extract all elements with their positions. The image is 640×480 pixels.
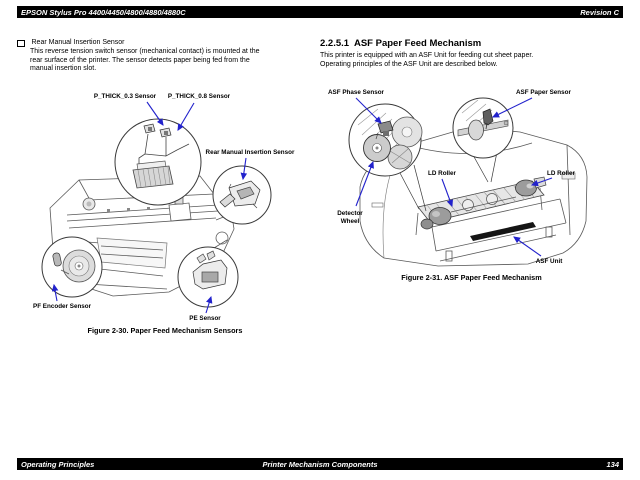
detector-wheel-callout-circle	[348, 103, 427, 212]
footer-page-number: 134	[606, 459, 619, 469]
arrow-p-thick-03	[146, 101, 164, 126]
figure-2-30-diagram: P_THICK_0.3 Sensor P_THICK_0.8 Sensor Re…	[33, 93, 295, 322]
pf-encoder-callout-circle	[41, 236, 103, 298]
ld-roller-right-label: LD Roller	[547, 170, 576, 177]
figure-2-31-annotations: ASF Phase Sensor ASF Paper Sensor LD Rol…	[328, 89, 576, 265]
section-body: This printer is equipped with an ASF Uni…	[320, 52, 534, 68]
arrow-pf-encoder	[51, 283, 59, 302]
figure-2-31-diagram: ASF Phase Sensor ASF Paper Sensor LD Rol…	[328, 89, 588, 267]
arrow-asf-unit	[513, 236, 542, 257]
asf-phase-sensor-label: ASF Phase Sensor	[328, 89, 385, 96]
figure-2-30-caption: Figure 2-30. Paper Feed Mechanism Sensor…	[87, 326, 243, 335]
figure-2-30-annotations: P_THICK_0.3 Sensor P_THICK_0.8 Sensor Re…	[33, 93, 295, 322]
asf-assembly-art	[415, 176, 547, 241]
header-revision: Revision C	[580, 7, 619, 17]
asf-paper-sensor-label: ASF Paper Sensor	[516, 89, 571, 96]
footer-bar: Printer Mechanism Components Operating P…	[17, 458, 623, 470]
bullet-item-body: This reverse tension switch sensor (mech…	[30, 48, 260, 72]
footer-center: Printer Mechanism Components	[262, 459, 378, 469]
arrow-ld-roller-left	[441, 178, 453, 208]
pe-sensor-label: PE Sensor	[189, 315, 221, 322]
p-thick-03-label: P_THICK_0.3 Sensor	[94, 93, 157, 100]
detector-wheel-label-line2: Wheel	[341, 218, 360, 225]
arrow-ld-roller-right	[530, 177, 553, 187]
asf-unit-label: ASF Unit	[536, 258, 563, 265]
p-thick-08-label: P_THICK_0.8 Sensor	[168, 93, 231, 100]
pf-encoder-label: PF Encoder Sensor	[33, 303, 92, 310]
arrow-pe-sensor	[205, 295, 213, 314]
arrow-detector-wheel	[355, 160, 374, 207]
item-checkbox-icon	[17, 39, 25, 47]
arrow-asf-paper	[492, 97, 533, 118]
section-heading: 2.2.5.1 ASF Paper Feed Mechanism	[320, 38, 482, 49]
pe-sensor-callout-circle	[177, 246, 239, 308]
figure-2-31-caption: Figure 2-31. ASF Paper Feed Mechanism	[401, 273, 542, 282]
rear-manual-callout-circle	[212, 165, 272, 225]
ld-roller-left-label: LD Roller	[428, 170, 457, 177]
arrow-rear-manual	[240, 157, 248, 181]
footer-left: Operating Principles	[21, 459, 95, 469]
pthick-callout-circle	[114, 118, 202, 206]
header-bar: EPSON Stylus Pro 4400/4450/4800/4880/488…	[17, 6, 623, 18]
bullet-item: Rear Manual Insertion Sensor	[17, 39, 125, 47]
header-title: EPSON Stylus Pro 4400/4450/4800/4880/488…	[21, 7, 186, 17]
arrow-asf-phase	[355, 97, 382, 124]
arrow-p-thick-08	[177, 102, 195, 131]
asf-unit-slot	[470, 222, 536, 241]
detector-wheel-label-line1: Detector	[337, 210, 363, 217]
rear-manual-label: Rear Manual Insertion Sensor	[206, 149, 295, 156]
bullet-item-title: Rear Manual Insertion Sensor	[31, 39, 125, 46]
